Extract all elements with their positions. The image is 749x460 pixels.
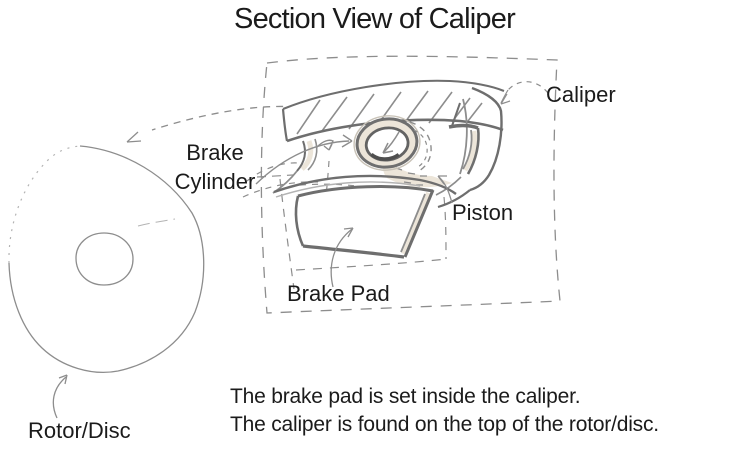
piston-leader-arrow [437,175,453,204]
disc-hub-hole [75,232,134,286]
brake-pad-shape [294,185,435,259]
caption-block: The brake pad is set inside the caliper.… [230,383,659,439]
cylinder-swoop-arrow [255,134,353,185]
dashed-boundary-box [260,55,561,314]
rotor-leader-arrow [52,374,68,419]
small-squiggle-arrow [316,139,334,151]
shaded-wedge [383,160,452,188]
rotor-disc-label: Rotor/Disc [28,418,131,443]
caliper-leader-arrow [500,81,549,105]
caliper-to-disc-arrow [126,105,297,143]
piston-label: Piston [452,200,514,225]
brake-pad-label: Brake Pad [287,281,390,306]
caliper-label: Caliper [546,82,616,107]
brake-pad-leader-arrow [330,227,354,288]
caption-line-1: The brake pad is set inside the caliper. [230,385,581,408]
caliper-body-drawing [272,79,505,209]
diagram-title: Section View of Caliper [234,3,516,35]
caption-line-2: The caliper is found on the top of the r… [230,413,659,436]
piston-dashed-arcs [409,121,432,173]
brake-cylinder-label: Brake Cylinder [174,140,256,194]
piston-inner-arrow [382,131,400,154]
rotor-disc-drawing [8,145,205,374]
